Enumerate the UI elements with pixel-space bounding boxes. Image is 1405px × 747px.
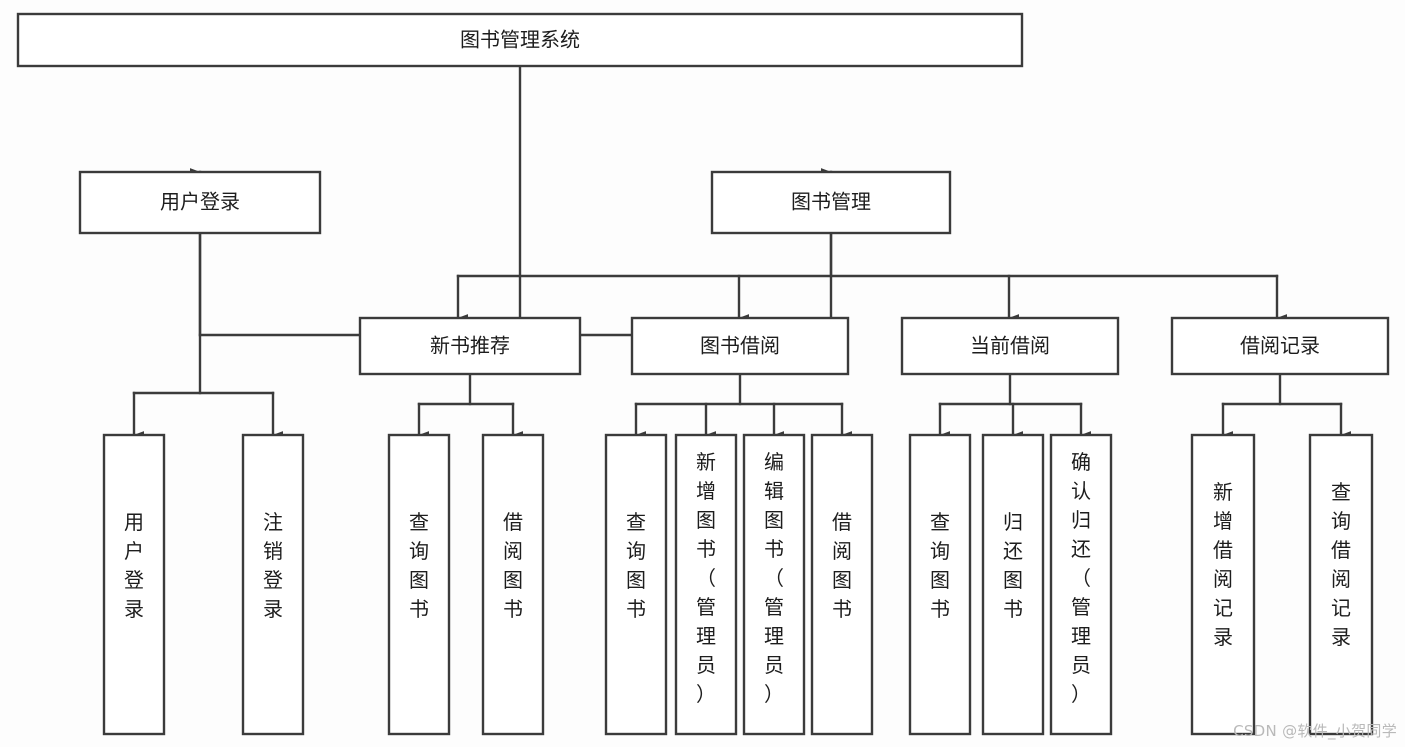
node-book-manage-box (710, 170, 952, 235)
node-book-borrow-box (630, 316, 850, 376)
csdn-watermark: CSDN @软件_小贺同学 (1233, 722, 1397, 740)
node-user-login[interactable]: 用户登录 (78, 170, 322, 235)
edge-group-new-book-rec (417, 372, 524, 439)
node-current-borrow-box (900, 316, 1120, 376)
node-leaf-user-login-box (102, 433, 166, 736)
edge-group-current-borrow (938, 372, 1092, 439)
node-borrow-record[interactable]: 借阅记录 (1170, 316, 1390, 376)
node-leaf-query-book-3-label: 查询图书 (930, 510, 950, 621)
node-user-login-label: 用户登录 (160, 190, 240, 214)
node-leaf-return-book-label: 归还图书 (1003, 510, 1023, 621)
node-leaf-borrow-book-2[interactable]: 借阅图书 (810, 433, 874, 736)
node-leaf-query-book-1-box (387, 433, 451, 736)
node-leaf-user-login-label: 用户登录 (124, 510, 144, 621)
node-leaf-add-record-label: 新增借阅记录 (1213, 480, 1233, 649)
node-current-borrow-label: 当前借阅 (970, 334, 1050, 358)
node-leaf-edit-book[interactable]: 编辑图书（管理员） (742, 433, 806, 736)
node-leaf-add-book-label: 新增图书（管理员） (696, 450, 716, 706)
node-book-manage-label: 图书管理 (791, 190, 871, 214)
node-leaf-logout[interactable]: 注销登录 (241, 433, 305, 736)
node-leaf-query-book-2-box (604, 433, 668, 736)
node-leaf-borrow-book-1-box (481, 433, 545, 736)
node-leaf-query-book-3-box (908, 433, 972, 736)
node-leaf-return-book-box (981, 433, 1045, 736)
node-new-book-rec-label: 新书推荐 (430, 334, 510, 358)
node-new-book-rec-box (358, 316, 582, 376)
node-leaf-confirm-return-box (1049, 433, 1113, 736)
node-leaf-query-book-1-label: 查询图书 (409, 510, 429, 621)
node-user-login-box (78, 170, 322, 235)
node-leaf-query-book-3[interactable]: 查询图书 (908, 433, 972, 736)
node-leaf-add-book[interactable]: 新增图书（管理员） (674, 433, 738, 736)
node-leaf-query-record-box (1308, 433, 1374, 736)
node-root-label: 图书管理系统 (460, 28, 580, 52)
edge-group-borrow-record (1221, 372, 1352, 439)
node-book-borrow-label: 图书借阅 (700, 334, 780, 358)
node-leaf-query-book-1[interactable]: 查询图书 (387, 433, 451, 736)
node-leaf-borrow-book-1[interactable]: 借阅图书 (481, 433, 545, 736)
node-leaf-query-book-2-label: 查询图书 (626, 510, 646, 621)
edge-group-book-manage (456, 231, 1288, 322)
node-leaf-borrow-book-2-box (810, 433, 874, 736)
node-borrow-record-box (1170, 316, 1390, 376)
node-new-book-rec[interactable]: 新书推荐 (358, 316, 582, 376)
node-leaf-return-book[interactable]: 归还图书 (981, 433, 1045, 736)
node-book-borrow[interactable]: 图书借阅 (630, 316, 850, 376)
node-leaf-edit-book-box (742, 433, 806, 736)
node-leaf-add-book-box (674, 433, 738, 736)
node-leaf-user-login[interactable]: 用户登录 (102, 433, 166, 736)
node-leaf-add-record-box (1190, 433, 1256, 736)
node-borrow-record-label: 借阅记录 (1240, 334, 1320, 358)
node-leaf-borrow-book-1-label: 借阅图书 (503, 510, 523, 621)
edge-group-user-login (132, 231, 284, 439)
node-current-borrow[interactable]: 当前借阅 (900, 316, 1120, 376)
node-leaf-confirm-return-label: 确认归还（管理员） (1071, 450, 1091, 706)
node-root[interactable]: 图书管理系统 (16, 12, 1024, 68)
node-leaf-logout-box (241, 433, 305, 736)
edge-group-book-borrow (634, 372, 853, 439)
node-leaf-query-record[interactable]: 查询借阅记录 (1308, 433, 1374, 736)
node-leaf-borrow-book-2-label: 借阅图书 (832, 510, 852, 621)
node-leaf-query-record-label: 查询借阅记录 (1331, 480, 1351, 649)
node-leaf-add-record[interactable]: 新增借阅记录 (1190, 433, 1256, 736)
node-leaf-logout-label: 注销登录 (263, 510, 283, 621)
node-leaf-edit-book-label: 编辑图书（管理员） (764, 450, 784, 706)
node-root-box (16, 12, 1024, 68)
node-leaf-confirm-return[interactable]: 确认归还（管理员） (1049, 433, 1113, 736)
node-book-manage[interactable]: 图书管理 (710, 170, 952, 235)
node-leaf-query-book-2[interactable]: 查询图书 (604, 433, 668, 736)
